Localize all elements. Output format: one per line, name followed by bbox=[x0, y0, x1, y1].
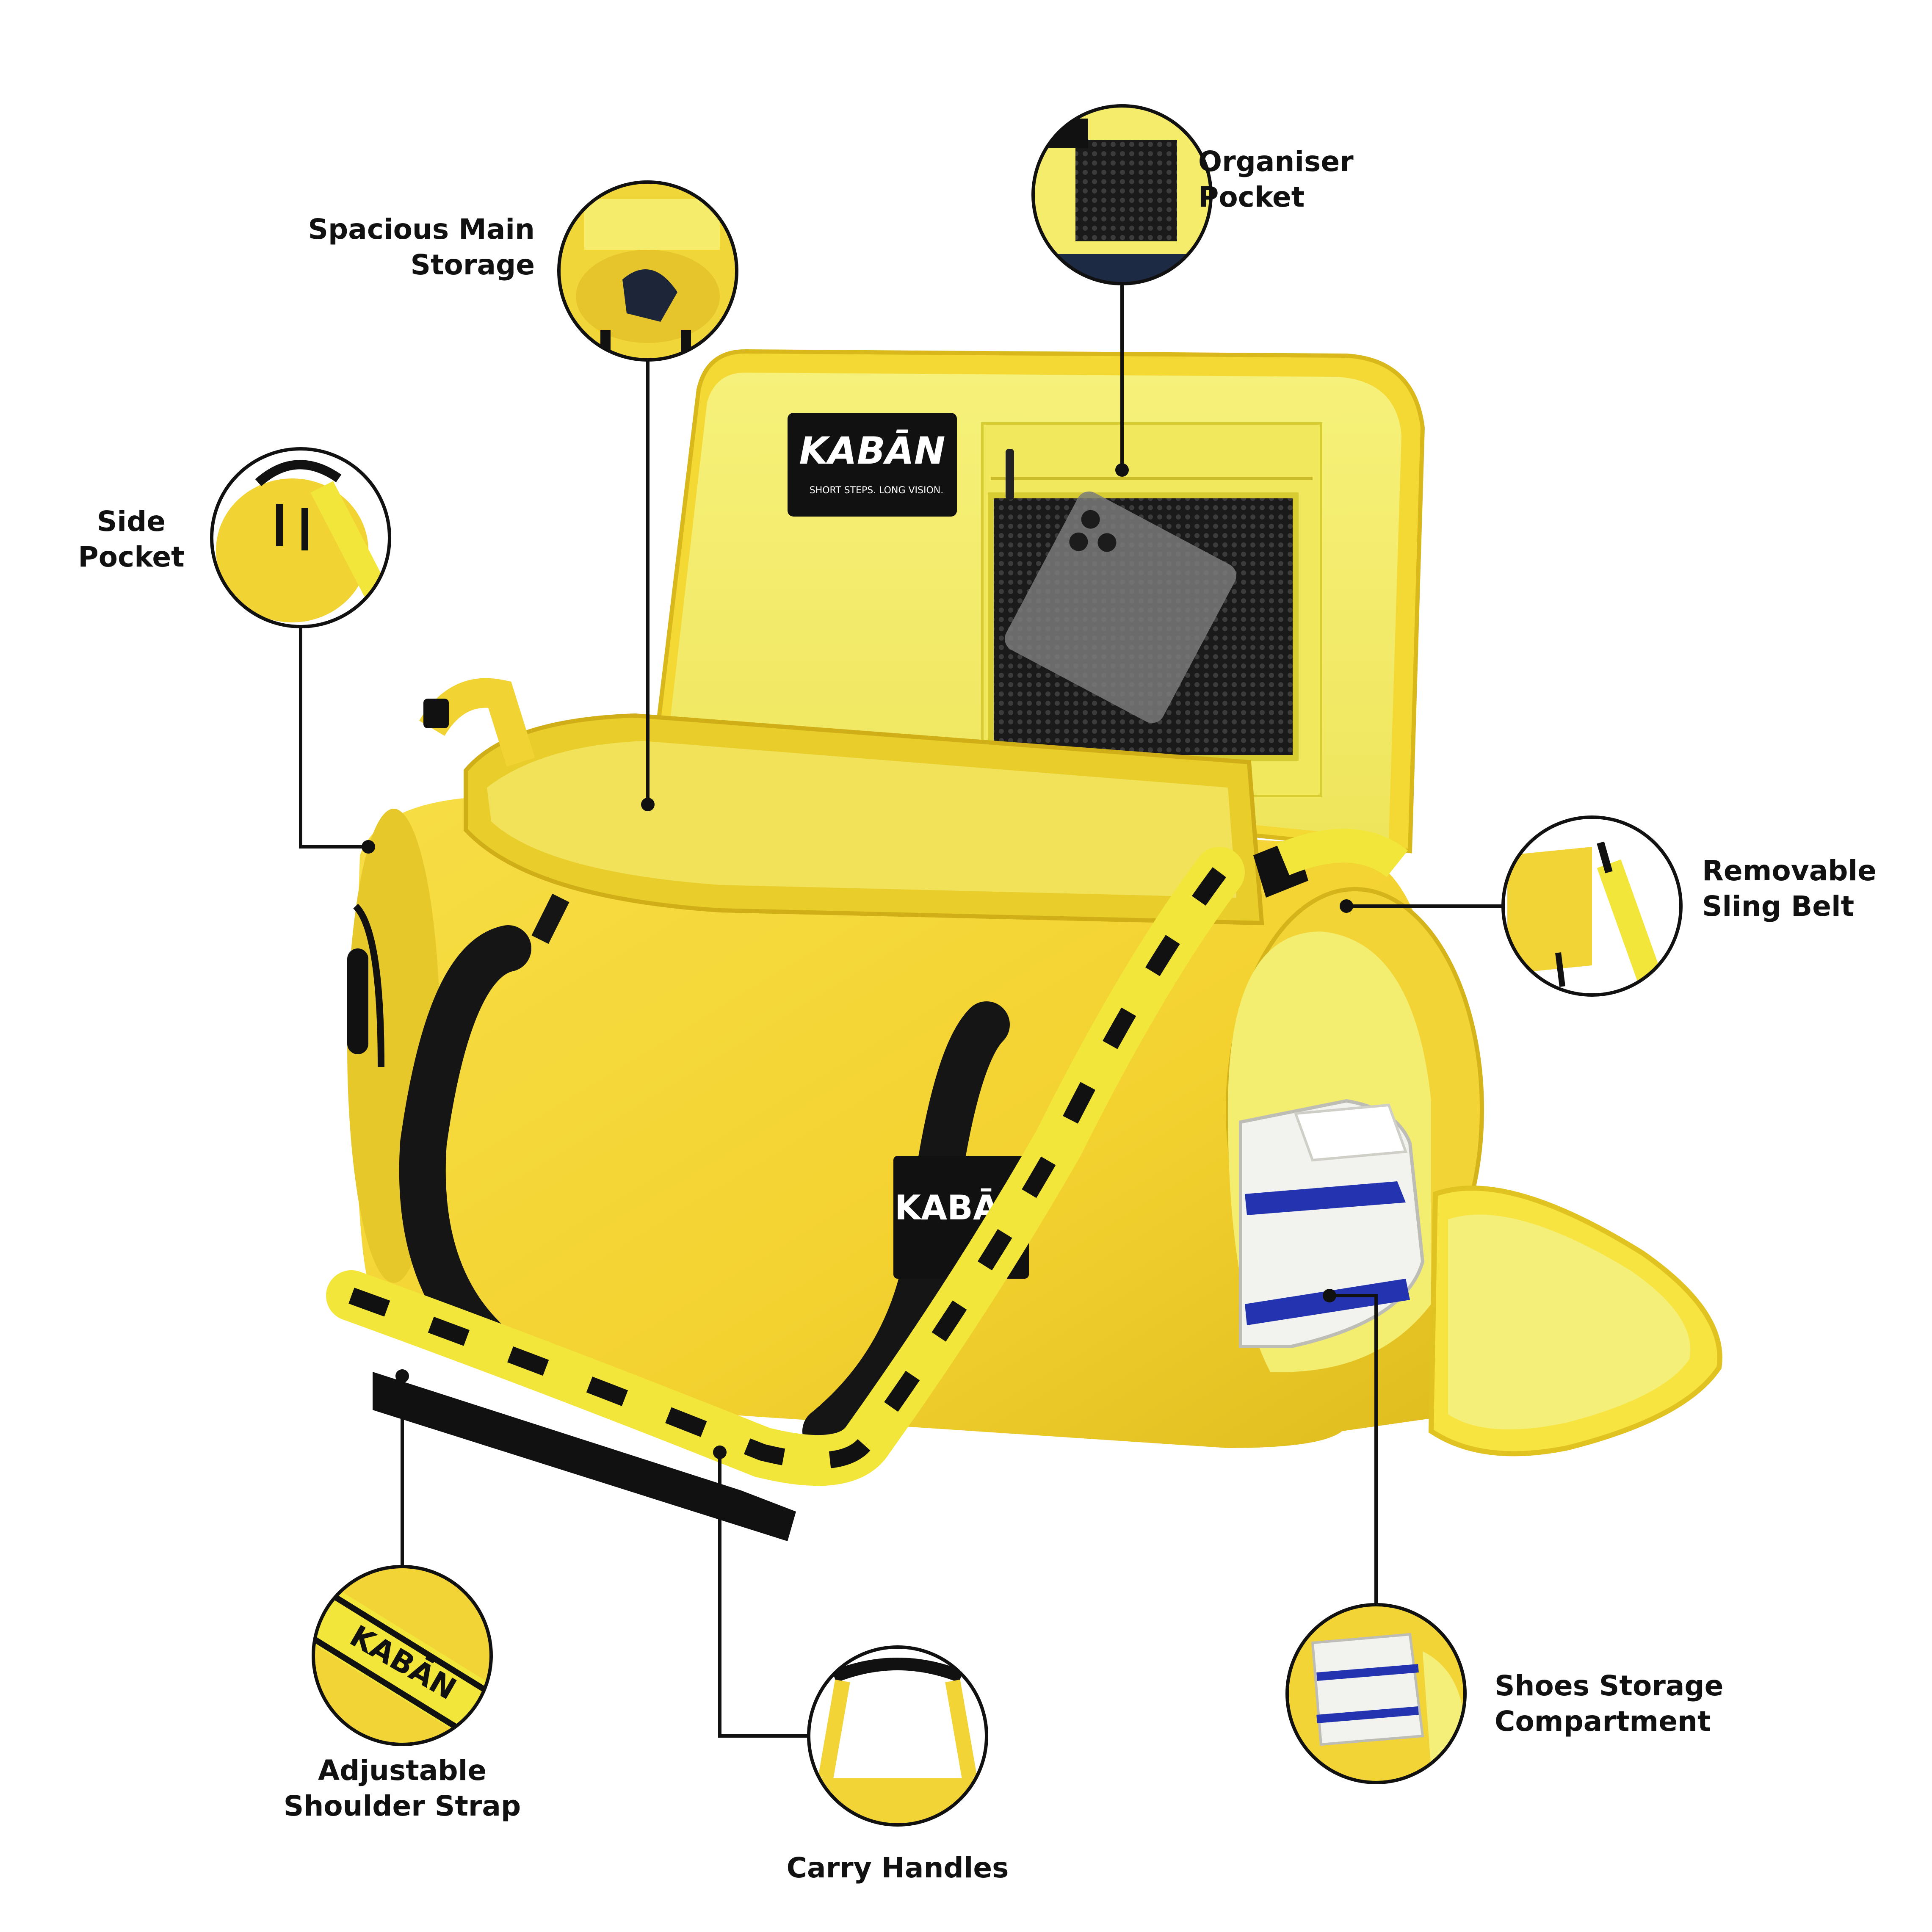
label-sling-belt: Removable Sling Belt bbox=[1702, 853, 1877, 924]
svg-text:SHORT STEPS. LONG VISION.: SHORT STEPS. LONG VISION. bbox=[810, 485, 944, 496]
bag-side-pocket-thumbnail bbox=[210, 447, 391, 628]
connector-carry-handles bbox=[718, 1452, 809, 1738]
svg-text:KABĀN: KABĀN bbox=[799, 429, 945, 473]
label-shoes-line1: Shoes Storage bbox=[1495, 1669, 1724, 1702]
label-main-storage-line2: Storage bbox=[410, 249, 535, 281]
duffel-bag: KABĀN SHORT STEPS. LONG VISION. bbox=[326, 349, 1722, 1541]
label-organiser-line1: Organiser bbox=[1198, 145, 1354, 178]
mesh-organiser-pocket-thumbnail bbox=[1031, 104, 1213, 285]
label-shoulder-strap: Adjustable Shoulder Strap bbox=[271, 1753, 533, 1824]
bag-base bbox=[373, 1372, 796, 1541]
organiser-pocket bbox=[981, 422, 1322, 797]
label-shoes-line2: Compartment bbox=[1495, 1705, 1711, 1738]
label-main-storage-line1: Spacious Main bbox=[308, 213, 535, 246]
label-side-pocket: Side Pocket bbox=[68, 504, 195, 575]
label-sling-belt-line2: Sling Belt bbox=[1702, 890, 1855, 923]
label-organiser-pocket: Organiser Pocket bbox=[1198, 144, 1354, 215]
label-shoes-storage: Shoes Storage Compartment bbox=[1495, 1668, 1723, 1739]
strap-closeup-thumbnail: KABĀN bbox=[312, 1565, 493, 1746]
sling-belt-clip-thumbnail bbox=[1501, 815, 1683, 997]
label-side-pocket-line2: Pocket bbox=[78, 541, 185, 573]
label-side-pocket-line1: Side bbox=[97, 505, 166, 538]
label-main-storage: Spacious Main Storage bbox=[308, 212, 535, 283]
lid-brand-patch: KABĀN SHORT STEPS. LONG VISION. bbox=[788, 413, 957, 517]
handles-thumbnail bbox=[807, 1645, 988, 1827]
label-carry-handles-line1: Carry Handles bbox=[786, 1852, 1009, 1884]
label-shoulder-strap-line2: Shoulder Strap bbox=[283, 1790, 521, 1822]
label-carry-handles: Carry Handles bbox=[762, 1850, 1033, 1886]
connector-lines bbox=[299, 279, 1503, 1738]
shoe-compartment-thumbnail bbox=[1285, 1603, 1467, 1784]
open-main-compartment-thumbnail bbox=[557, 180, 738, 362]
connector-side-pocket bbox=[299, 627, 368, 849]
shoulder-strap bbox=[326, 829, 1408, 1486]
label-shoulder-strap-line1: Adjustable bbox=[318, 1754, 486, 1787]
label-sling-belt-line1: Removable bbox=[1702, 854, 1877, 887]
label-organiser-line2: Pocket bbox=[1198, 181, 1305, 213]
side-zip-pocket bbox=[353, 904, 384, 1067]
connector-shoes bbox=[1329, 1294, 1378, 1605]
